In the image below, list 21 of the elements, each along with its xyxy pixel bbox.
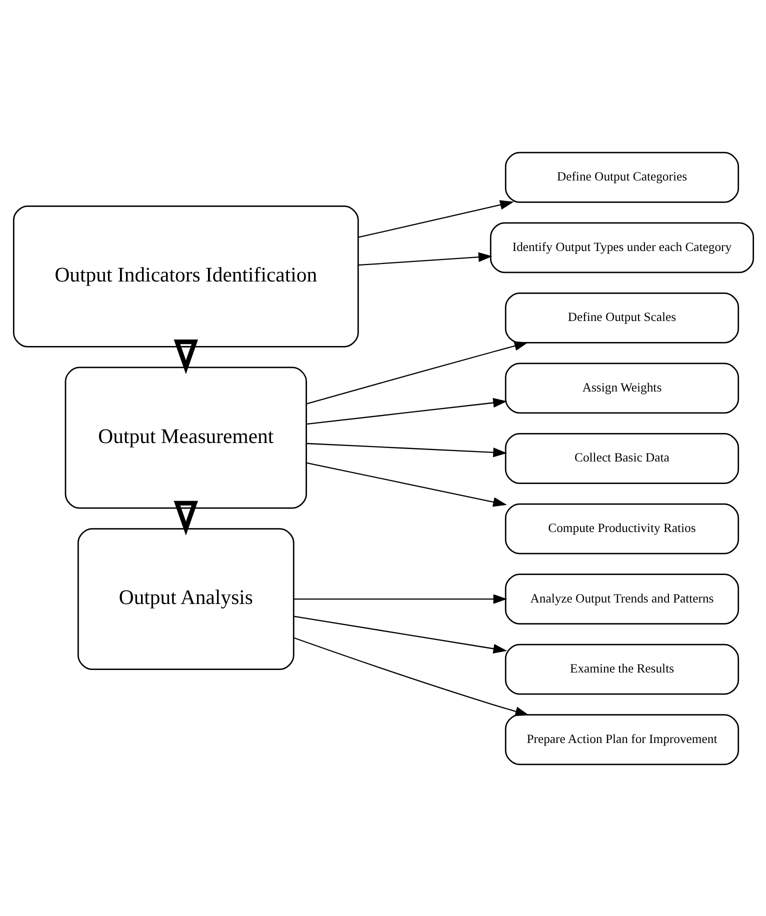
arrow xyxy=(306,462,506,506)
arrow xyxy=(306,340,528,404)
node-box: Analyze Output Trends and Patterns xyxy=(504,573,739,624)
node-box: Prepare Action Plan for Improvement xyxy=(504,714,739,765)
node-box: Output Analysis xyxy=(77,528,294,670)
node-box: Define Output Scales xyxy=(504,292,739,343)
arrow xyxy=(293,594,507,604)
node-box: Collect Basic Data xyxy=(504,432,739,484)
arrow xyxy=(292,636,529,716)
node-box: Examine the Results xyxy=(504,643,739,694)
arrow xyxy=(293,615,507,653)
arrow xyxy=(306,397,507,424)
arrow xyxy=(306,442,507,457)
arrow xyxy=(358,252,492,266)
arrow xyxy=(358,200,514,238)
node-box: Define Output Categories xyxy=(504,151,739,202)
arrow xyxy=(173,500,198,535)
arrow xyxy=(173,339,198,374)
node-box: Assign Weights xyxy=(504,362,739,414)
node-box: Compute Productivity Ratios xyxy=(504,502,739,554)
node-box: Identify Output Types under each Category xyxy=(489,222,754,273)
